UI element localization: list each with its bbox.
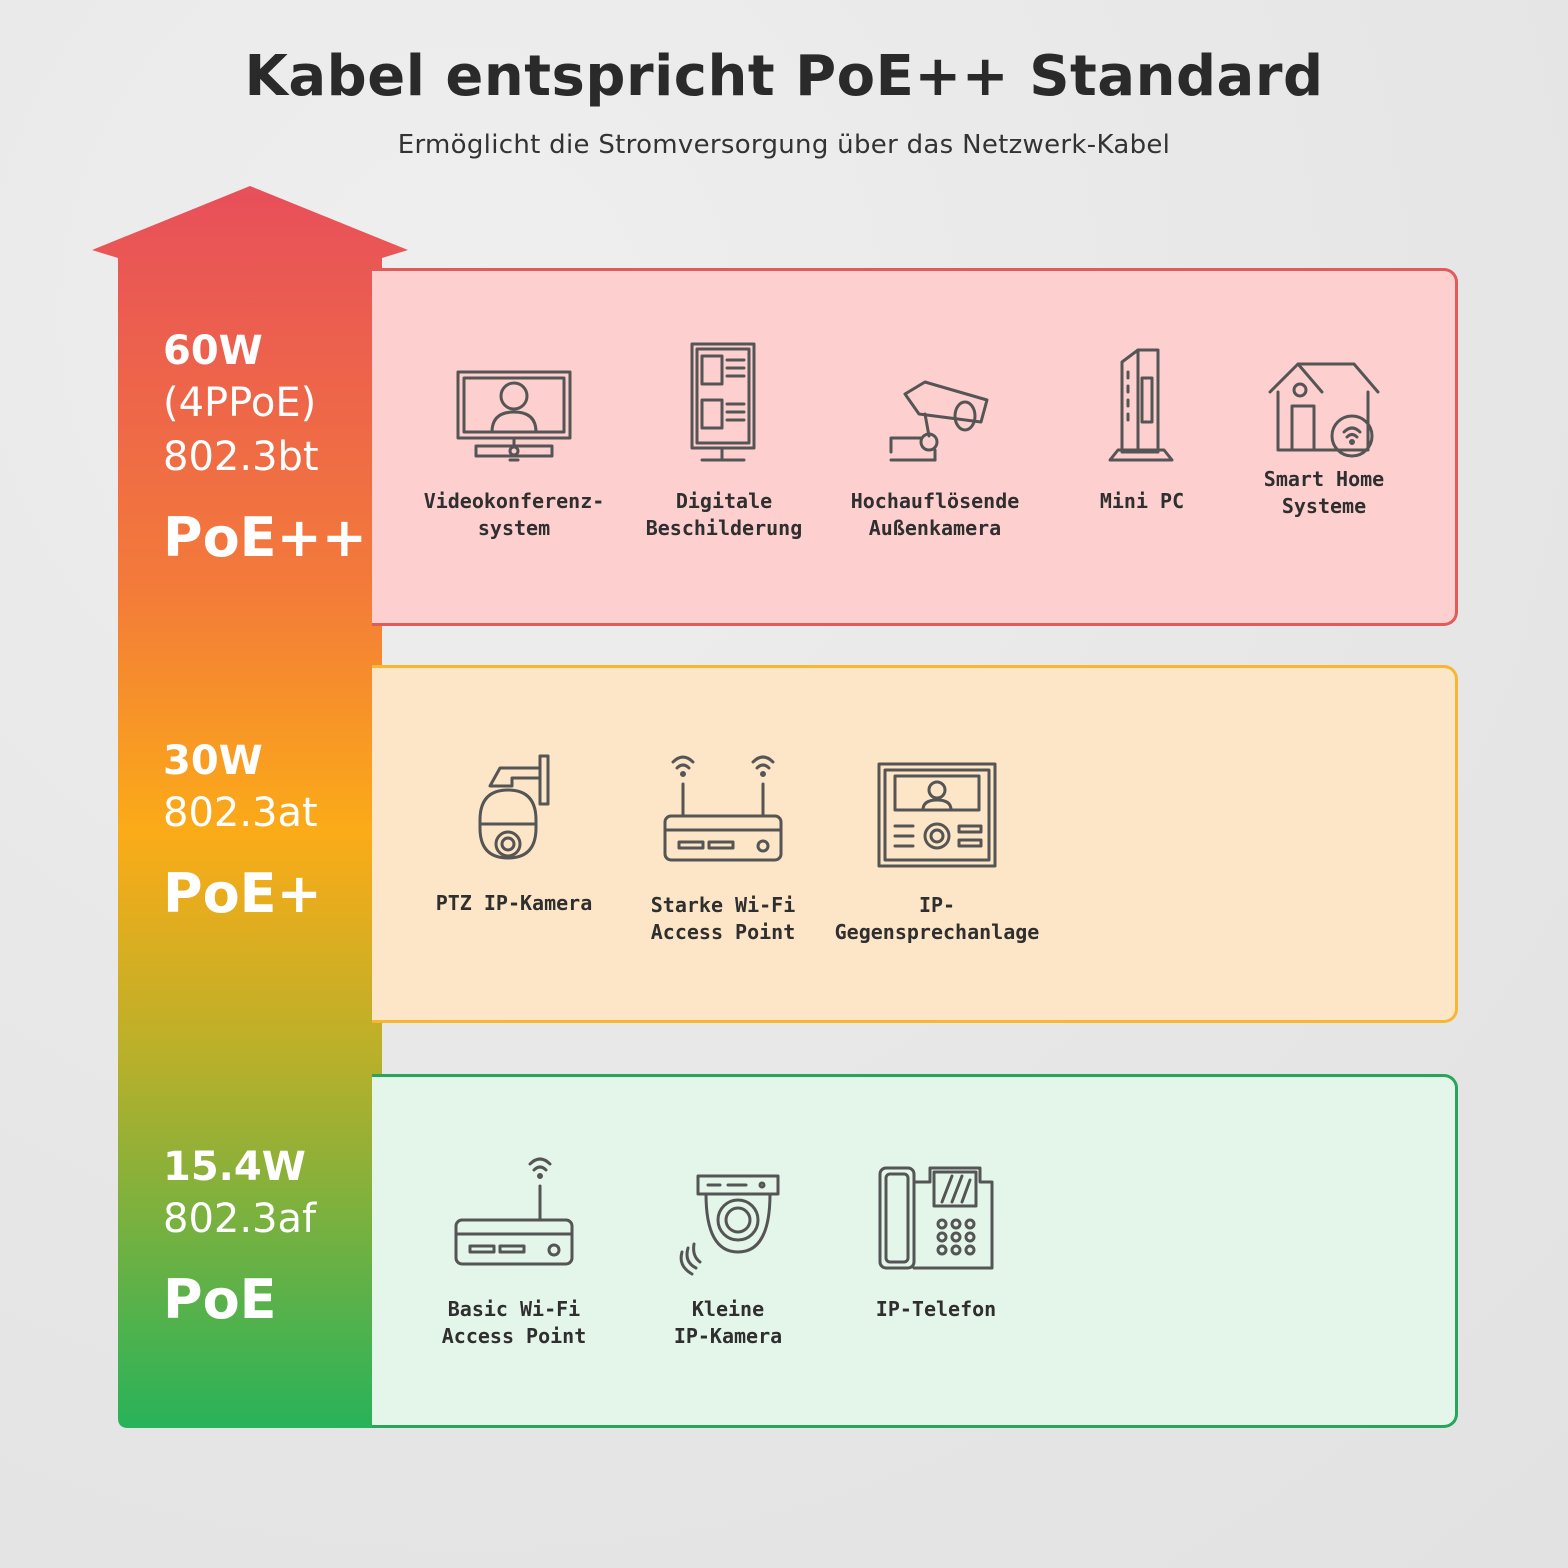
device-outdoor-camera: Hochauflösende Außenkamera	[815, 342, 1055, 542]
device-mini-pc: Mini PC	[1022, 342, 1262, 515]
device-ip-phone: IP-Telefon	[816, 1162, 1056, 1323]
tier-watt: 60W	[163, 328, 263, 374]
digital-signage-icon	[690, 342, 756, 462]
device-basic-wifi: Basic Wi-Fi Access Point	[394, 1154, 634, 1350]
device-label: Videokonferenz- system	[423, 489, 605, 540]
tier-spec: (4PPoE)	[163, 380, 317, 426]
ptz-camera-icon	[478, 754, 550, 860]
tier-name: PoE++	[163, 506, 368, 569]
device-label: Starke Wi-Fi Access Point	[650, 893, 796, 944]
tier-spec: 802.3bt	[163, 434, 319, 480]
device-label: Basic Wi-Fi Access Point	[441, 1297, 587, 1348]
tier-poe-text: 15.4W 802.3af PoE	[163, 1142, 316, 1331]
tier-spec: 802.3af	[163, 1196, 317, 1242]
device-label: Digitale Beschilderung	[645, 489, 803, 540]
tier-watt: 30W	[163, 738, 263, 784]
tier-watt: 15.4W	[163, 1144, 306, 1190]
tier-spec: 802.3at	[163, 790, 318, 836]
outdoor-camera-icon	[889, 380, 989, 462]
device-strong-wifi: Starke Wi-Fi Access Point	[603, 750, 843, 946]
intercom-icon	[877, 762, 997, 868]
tier-name: PoE	[163, 1268, 277, 1331]
device-label: IP-Telefon	[875, 1297, 997, 1321]
device-label: PTZ IP-Kamera	[435, 891, 593, 915]
tier-name: PoE+	[163, 862, 322, 925]
device-label: Kleine IP-Kamera	[673, 1297, 783, 1348]
device-label: Mini PC	[1099, 489, 1185, 513]
device-smart-home: Smart Home Systeme	[1204, 342, 1444, 520]
page-subtitle: Ermöglicht die Stromversorgung über das …	[397, 130, 1171, 160]
strong-wifi-router-icon	[663, 755, 783, 862]
dome-camera-icon	[679, 1174, 780, 1276]
device-ptz-camera: PTZ IP-Kamera	[394, 750, 634, 917]
mini-pc-icon	[1108, 348, 1174, 462]
video-conference-icon	[456, 370, 572, 462]
page-title: Kabel entspricht PoE++ Standard	[244, 44, 1324, 109]
device-intercom: IP- Gegensprechanlage	[817, 756, 1057, 946]
basic-wifi-router-icon	[454, 1157, 574, 1266]
tier-panel-poe-plus	[372, 665, 1458, 1023]
device-label: IP- Gegensprechanlage	[834, 893, 1040, 944]
tier-poe-plus-text: 30W 802.3at PoE+	[163, 736, 322, 925]
device-dome-camera: Kleine IP-Kamera	[608, 1166, 848, 1350]
tier-poe-plus-plus-text: 60W (4PPoE) 802.3bt PoE++	[163, 326, 367, 569]
device-label: Smart Home Systeme	[1263, 467, 1385, 518]
device-video-conference: Videokonferenz- system	[394, 342, 634, 542]
device-digital-signage: Digitale Beschilderung	[604, 342, 844, 542]
device-label: Hochauflösende Außenkamera	[850, 489, 1020, 540]
ip-phone-icon	[878, 1166, 994, 1270]
smart-home-icon	[1268, 362, 1380, 458]
